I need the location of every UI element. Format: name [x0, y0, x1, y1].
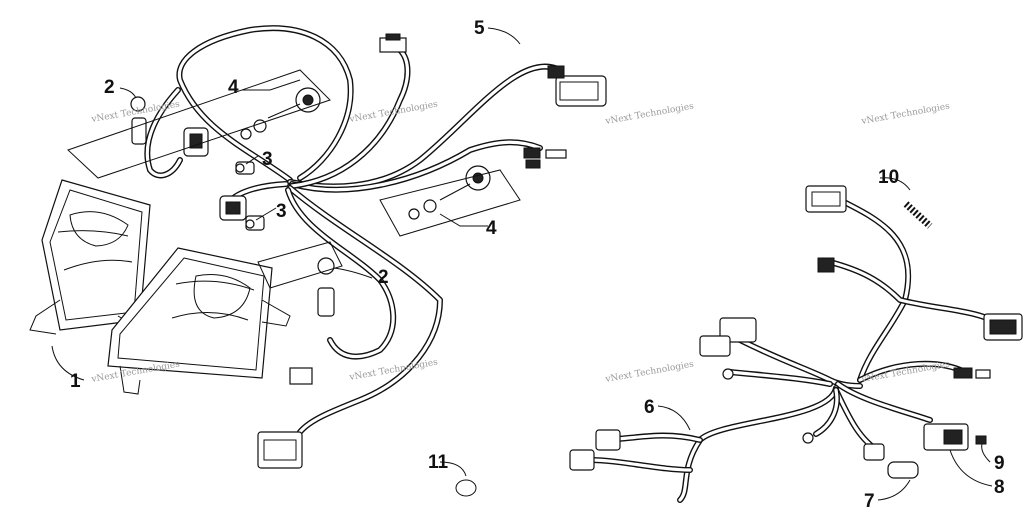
- watermark: vNext Technologies: [604, 102, 695, 128]
- watermark: vNext Technologies: [348, 100, 439, 126]
- leader-lines: [51, 27, 993, 501]
- callout-3-lower: 3: [276, 201, 287, 222]
- callout-4-lower: 4: [486, 218, 497, 239]
- connector-top-small: [379, 33, 407, 53]
- connector-7: [863, 443, 919, 479]
- socket-2-upper: [130, 96, 147, 145]
- callout-11: 11: [428, 452, 449, 473]
- main-wiring-harness: [144, 25, 563, 435]
- clamp-11: [455, 479, 477, 497]
- connector-left-cluster: [699, 317, 757, 380]
- bulb-3-upper: [235, 161, 255, 175]
- spade-terminals: [523, 147, 567, 169]
- callout-8: 8: [994, 477, 1005, 498]
- watermark: vNext Technologies: [604, 360, 695, 386]
- connector-bottom-cluster: [569, 429, 814, 471]
- watermark: vNext Technologies: [860, 102, 951, 128]
- headlight-housing-right: [107, 247, 291, 395]
- connector-right-top: [805, 185, 847, 213]
- fuse-9: [975, 435, 987, 445]
- connector-5: [547, 65, 607, 107]
- callout-2-upper: 2: [104, 77, 115, 98]
- explode-plane-lower: [379, 169, 521, 237]
- socket-2-lower: [317, 257, 335, 317]
- callout-4-upper: 4: [228, 77, 239, 98]
- callout-6: 6: [644, 397, 655, 418]
- spade-pair-right: [953, 367, 991, 379]
- connector-bottom-left: [257, 431, 303, 469]
- relay-block: [923, 423, 969, 451]
- callout-2-lower: 2: [378, 267, 389, 288]
- callout-7: 7: [864, 491, 875, 512]
- sleeve-10: [903, 201, 933, 229]
- callout-1: 1: [70, 371, 81, 392]
- adjuster-4-lower: [408, 165, 491, 220]
- connector-right-small: [817, 257, 835, 273]
- adjuster-4-upper: [240, 87, 321, 140]
- headlight-housing-left: [29, 179, 151, 335]
- callout-3-upper: 3: [262, 149, 273, 170]
- callout-5: 5: [474, 18, 485, 39]
- bulb-3-lower: [245, 215, 265, 231]
- connector-mid-left: [289, 367, 313, 385]
- explode-plane-upper: [67, 69, 331, 179]
- bulb-socket-lower: [219, 195, 247, 221]
- secondary-wiring-harness: [587, 197, 1003, 503]
- callout-9: 9: [994, 453, 1005, 474]
- callout-10: 10: [878, 167, 899, 188]
- connector-right-side: [983, 313, 1023, 341]
- explode-plane-socket: [257, 241, 343, 289]
